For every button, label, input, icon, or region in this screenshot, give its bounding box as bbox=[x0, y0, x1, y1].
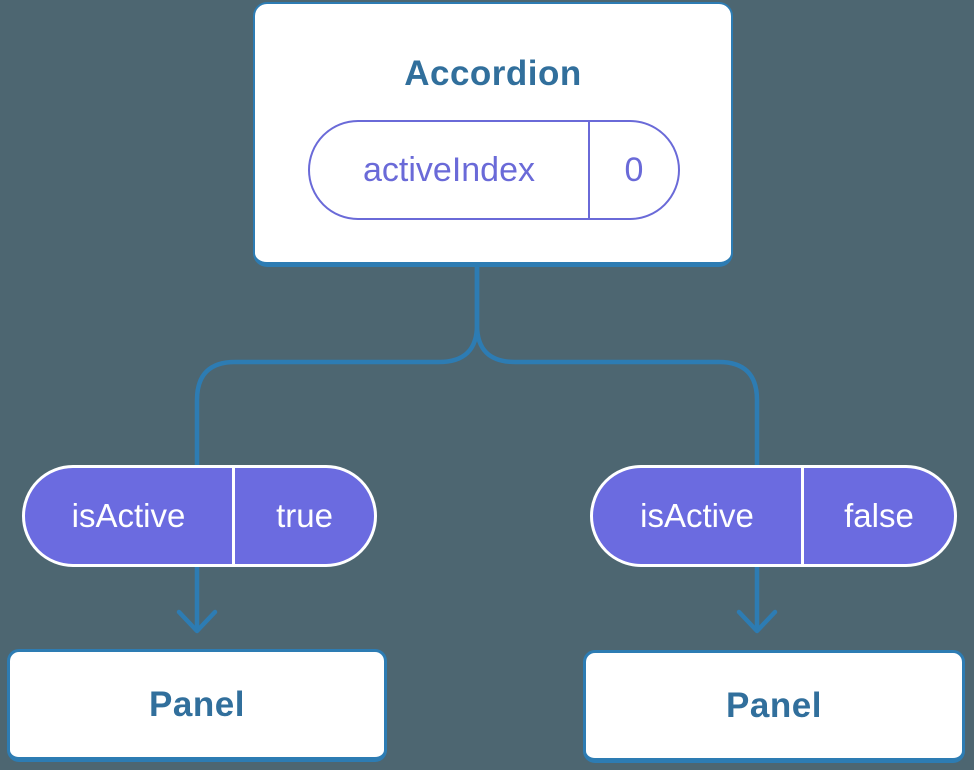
state-value: 0 bbox=[624, 150, 644, 189]
component-title: Accordion bbox=[404, 54, 582, 93]
arrow-down-icon bbox=[736, 609, 778, 634]
state-pill: activeIndex 0 bbox=[308, 120, 680, 220]
prop-value: false bbox=[844, 497, 914, 534]
component-title: Panel bbox=[726, 685, 822, 725]
accordion-component-card: Accordion activeIndex 0 bbox=[253, 2, 733, 267]
component-title: Panel bbox=[149, 684, 245, 724]
branch-connector-right bbox=[474, 264, 760, 633]
arrow-down-icon bbox=[176, 609, 218, 634]
prop-name: isActive bbox=[593, 468, 804, 564]
prop-name: isActive bbox=[25, 468, 235, 564]
state-name: activeIndex bbox=[310, 122, 590, 218]
prop-pill-second-panel: isActive false bbox=[590, 465, 957, 567]
panel-component-card-second: Panel bbox=[583, 650, 965, 763]
panel-component-card-first: Panel bbox=[7, 649, 387, 762]
prop-pill-first-panel: isActive true bbox=[22, 465, 377, 567]
prop-value: true bbox=[276, 497, 333, 534]
branch-connector-left bbox=[194, 264, 480, 633]
